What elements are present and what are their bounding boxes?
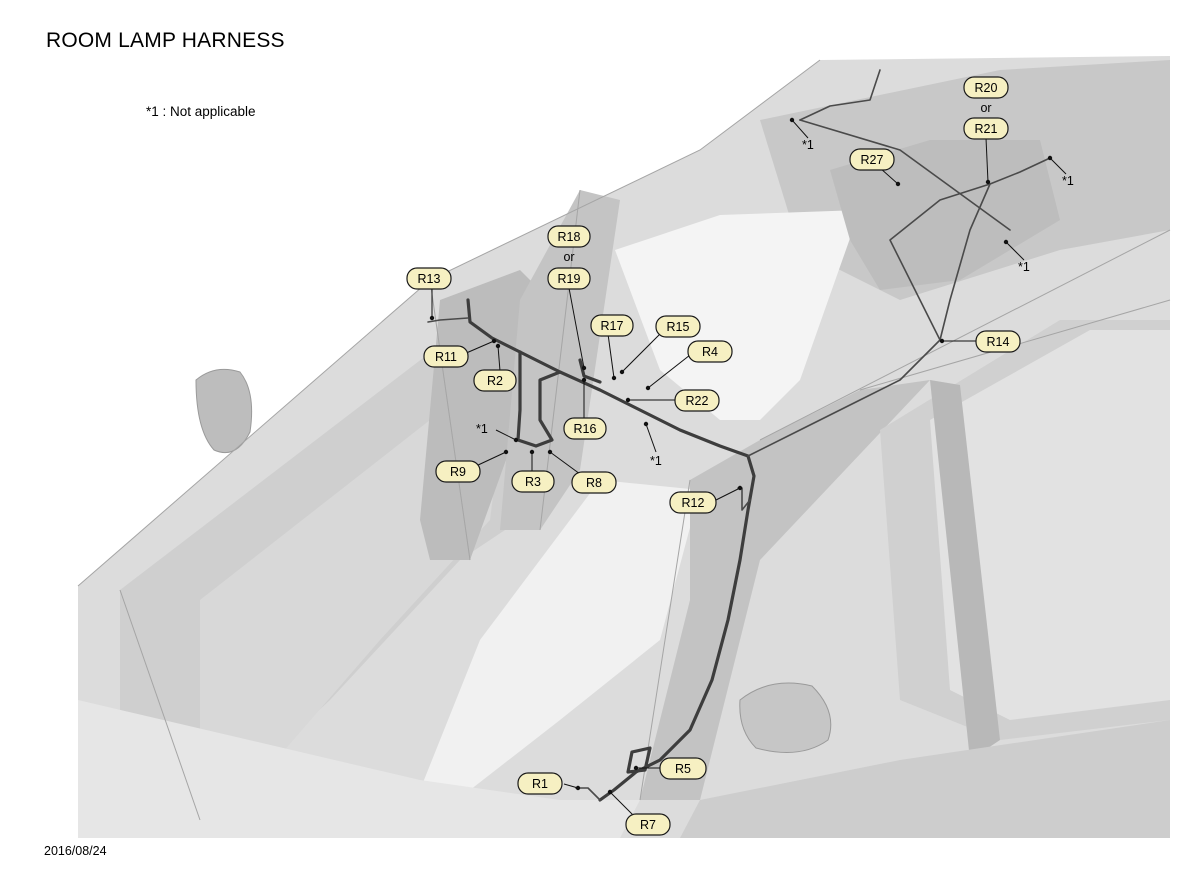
svg-text:R18: R18 [558, 230, 581, 244]
svg-text:R19: R19 [558, 272, 581, 286]
svg-text:R22: R22 [686, 394, 709, 408]
svg-text:R4: R4 [702, 345, 718, 359]
vehicle-body [77, 56, 1171, 838]
connector-label-r5: R5 [659, 757, 707, 780]
svg-text:R16: R16 [574, 422, 597, 436]
leader-lines [429, 117, 1067, 817]
connector-label-r17: R17 [590, 314, 634, 337]
connector-label-r15: R15 [655, 315, 701, 338]
not-applicable-note: *1 : Not applicable [146, 104, 256, 119]
connector-label-r19: R19 [547, 267, 591, 290]
svg-text:R17: R17 [601, 319, 624, 333]
connector-label-r18: R18 [547, 225, 591, 248]
svg-text:R7: R7 [640, 818, 656, 832]
svg-text:R9: R9 [450, 465, 466, 479]
connector-label-r3: R3 [511, 470, 555, 493]
svg-text:R12: R12 [682, 496, 705, 510]
svg-text:R20: R20 [975, 81, 998, 95]
connector-label-r11: R11 [423, 345, 469, 368]
not-applicable-marker: *1 [802, 138, 814, 152]
connector-label-r1: R1 [517, 772, 563, 795]
connector-label-r4: R4 [687, 340, 733, 363]
svg-text:R11: R11 [435, 350, 457, 364]
svg-text:R14: R14 [987, 335, 1010, 349]
connector-label-r20: R20 [963, 76, 1009, 99]
connector-label-r22: R22 [674, 389, 720, 412]
svg-text:R13: R13 [418, 272, 441, 286]
not-applicable-marker: *1 [476, 422, 488, 436]
svg-text:R5: R5 [675, 762, 691, 776]
not-applicable-marker: *1 [650, 454, 662, 468]
svg-text:R21: R21 [975, 122, 998, 136]
svg-text:R8: R8 [586, 476, 602, 490]
svg-text:R3: R3 [525, 475, 541, 489]
connector-label-r14: R14 [975, 330, 1021, 353]
not-applicable-marker: *1 [1018, 260, 1030, 274]
connector-label-r16: R16 [563, 417, 607, 440]
not-applicable-marker: *1 [1062, 174, 1074, 188]
connector-label-r8: R8 [571, 471, 617, 494]
connector-or-text: or [563, 250, 574, 264]
connector-label-r27: R27 [849, 148, 895, 171]
connector-or-text: or [980, 101, 991, 115]
svg-text:R2: R2 [487, 374, 503, 388]
connector-label-r13: R13 [406, 267, 452, 290]
connector-label-r9: R9 [435, 460, 481, 483]
connector-label-r7: R7 [625, 813, 671, 836]
page-title: ROOM LAMP HARNESS [46, 29, 285, 52]
document-date: 2016/08/24 [44, 844, 107, 858]
connector-label-r2: R2 [473, 369, 517, 392]
connector-label-r12: R12 [669, 491, 717, 514]
svg-text:R15: R15 [667, 320, 690, 334]
connector-label-r21: R21 [963, 117, 1009, 140]
svg-text:R1: R1 [532, 777, 548, 791]
svg-text:R27: R27 [861, 153, 884, 167]
